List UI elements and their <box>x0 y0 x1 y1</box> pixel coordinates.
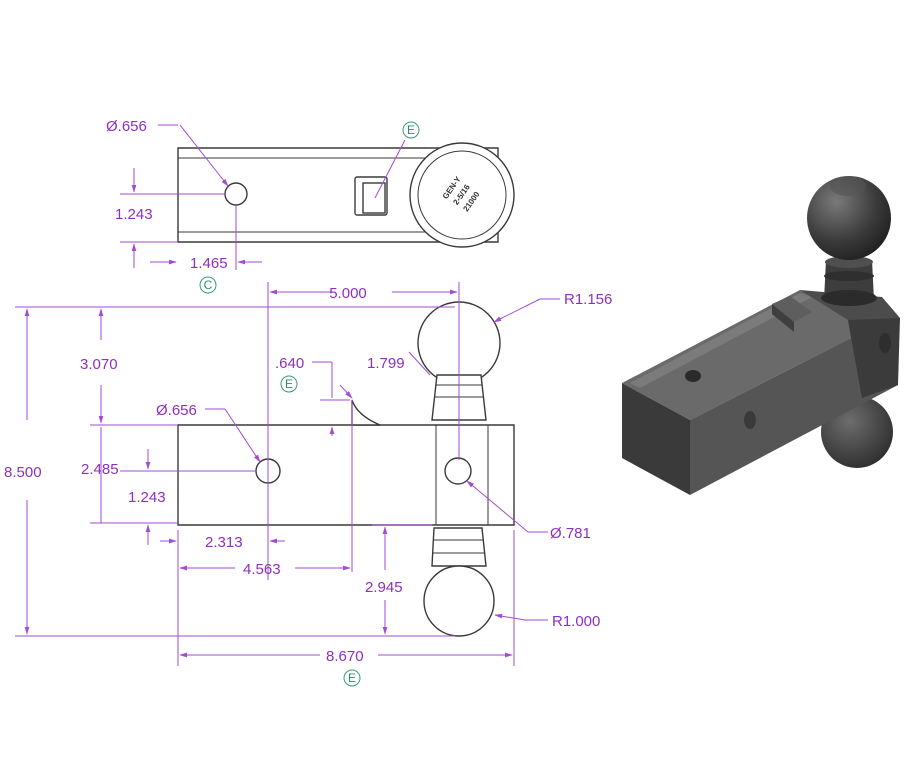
side-hole-dist-label: 2.313 <box>205 534 243 551</box>
shank <box>177 424 515 526</box>
svg-text:E: E <box>285 377 293 391</box>
pin-hole <box>444 457 472 485</box>
ref-marker-top: E <box>402 121 420 139</box>
top-hole <box>224 182 248 206</box>
ball-spacing-label: 5.000 <box>329 285 367 302</box>
lower-ball <box>423 565 495 637</box>
length-to-front-label: 4.563 <box>243 561 281 578</box>
top-view: GEN-Y 2-5/16 21000 <box>120 124 515 270</box>
side-view <box>15 282 560 666</box>
svg-text:E: E <box>407 123 415 137</box>
top-radius-label: R1.156 <box>564 291 612 308</box>
overall-length-label: 8.670 <box>326 648 364 665</box>
pin-hole-dia-label: Ø.781 <box>550 525 591 542</box>
gap-label: .640 <box>275 355 304 372</box>
lower-shank-label: 2.945 <box>365 579 403 596</box>
render-beam-end <box>622 383 690 495</box>
height-to-top-label: 3.070 <box>80 356 118 373</box>
render-beam-side <box>690 318 898 495</box>
shank-height-label: 2.485 <box>81 461 119 478</box>
bottom-radius-label: R1.000 <box>552 613 600 630</box>
side-hole-offset-label: 1.243 <box>128 489 166 506</box>
ball-top-outline <box>409 142 515 248</box>
side-hole-dia-label: Ø.656 <box>156 402 197 419</box>
upper-shank-label: 1.799 <box>367 355 405 372</box>
svg-text:C: C <box>204 278 213 292</box>
top-hole-dist-label: 1.465 <box>190 255 228 272</box>
ref-marker-gap: E <box>280 375 298 393</box>
svg-text:E: E <box>348 671 356 685</box>
hitch-3d-render <box>622 176 900 495</box>
overall-height-label: 8.500 <box>4 464 42 481</box>
ref-marker-length: E <box>343 669 361 687</box>
ref-marker-c: C <box>199 276 217 294</box>
top-hole-dia-label: Ø.656 <box>106 118 147 135</box>
top-hole-offset-label: 1.243 <box>115 206 153 223</box>
render-upper-ball <box>807 176 891 260</box>
